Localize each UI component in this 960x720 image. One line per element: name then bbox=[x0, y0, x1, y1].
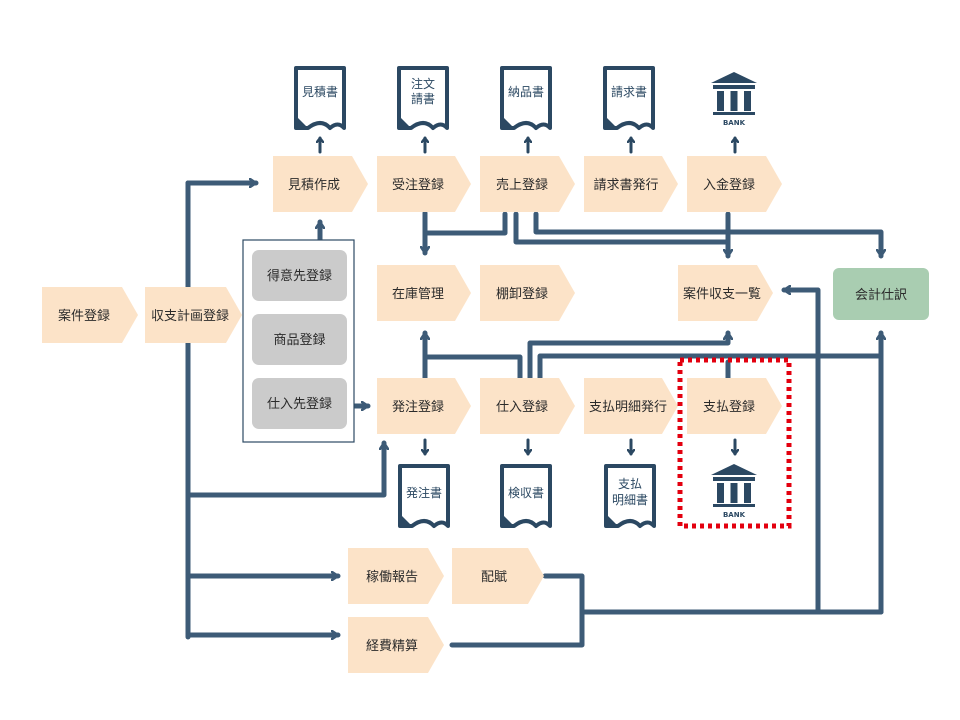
document-icon: 支払 明細書 bbox=[604, 464, 656, 528]
document-icon: 発注書 bbox=[398, 464, 450, 528]
connector-purchase-to-accounting bbox=[537, 353, 884, 383]
doc-arrows-bottom bbox=[425, 438, 735, 456]
document-icon: 見積書 bbox=[294, 66, 346, 130]
connector-allocation-bus bbox=[542, 573, 884, 615]
document-icon: 請求書 bbox=[603, 66, 655, 130]
connector-sales-to-inventory bbox=[422, 211, 508, 236]
step-accounting-journal[interactable] bbox=[833, 268, 929, 320]
document-icon: 検収書 bbox=[500, 464, 552, 528]
step-allocation-label: 配賦 bbox=[481, 570, 507, 585]
connector-to-purchase-order bbox=[185, 440, 384, 498]
process-steps: 見積作成 受注登録 売上登録 請求書発行 入金登録 案件登録 収支計画登録 在庫… bbox=[42, 156, 929, 673]
step-inventory-label: 在庫管理 bbox=[392, 287, 444, 302]
step-work-report-label: 稼働報告 bbox=[366, 570, 418, 585]
bank-label-bottom: BANK bbox=[723, 511, 746, 519]
step-estimate[interactable] bbox=[273, 156, 368, 212]
step-purchase-order-label: 発注登録 bbox=[392, 400, 444, 415]
step-project-register[interactable] bbox=[42, 287, 138, 343]
highlight-frame bbox=[677, 357, 792, 529]
doc-order-label-line2: 請書 bbox=[411, 92, 435, 106]
doc-order-label-line1: 注文 bbox=[411, 76, 435, 91]
bank-icon: BANK bbox=[711, 464, 757, 519]
documents-top: 見積書 注文 請書 納品書 請求書 BANK bbox=[294, 66, 757, 130]
step-sales-label: 売上登録 bbox=[496, 177, 548, 193]
step-purchase[interactable] bbox=[480, 378, 575, 434]
step-project-balance-list[interactable] bbox=[678, 265, 773, 321]
step-stocktaking-label: 棚卸登録 bbox=[496, 286, 548, 302]
step-payment-statement-issue[interactable] bbox=[584, 378, 678, 434]
step-allocation[interactable] bbox=[452, 548, 544, 604]
step-stocktaking[interactable] bbox=[480, 265, 575, 321]
step-payment[interactable] bbox=[687, 378, 782, 434]
master-panel: 得意先登録 商品登録 仕入先登録 bbox=[242, 239, 355, 443]
master-customer-label: 得意先登録 bbox=[267, 268, 332, 284]
bank-label-top: BANK bbox=[723, 119, 746, 127]
step-inventory[interactable] bbox=[377, 265, 471, 321]
doc-inspection-label: 検収書 bbox=[508, 486, 544, 500]
connector-purchase-to-inventory bbox=[422, 354, 523, 383]
documents-bottom: 発注書 検収書 支払 明細書 BANK bbox=[398, 464, 757, 528]
doc-po-label: 発注書 bbox=[406, 485, 442, 500]
document-icon: 注文 請書 bbox=[397, 66, 449, 130]
document-icon: 納品書 bbox=[500, 66, 552, 130]
master-customer[interactable] bbox=[252, 250, 347, 301]
step-payment-received[interactable] bbox=[687, 156, 782, 212]
step-purchase-order[interactable] bbox=[377, 378, 471, 434]
step-project-register-label: 案件登録 bbox=[58, 309, 110, 324]
doc-estimate-label: 見積書 bbox=[302, 84, 338, 99]
master-product[interactable] bbox=[252, 314, 347, 365]
step-expense-settlement[interactable] bbox=[348, 617, 444, 673]
bank-icon: BANK bbox=[711, 72, 757, 127]
step-invoice-issue-label: 請求書発行 bbox=[593, 178, 658, 193]
master-supplier-label: 仕入先登録 bbox=[267, 397, 332, 412]
step-project-balance-list-label: 案件収支一覧 bbox=[683, 286, 761, 302]
step-order-received[interactable] bbox=[377, 156, 471, 212]
connector-balance-feed bbox=[781, 290, 821, 615]
step-sales[interactable] bbox=[480, 156, 575, 212]
step-accounting-journal-label: 会計仕訳 bbox=[855, 287, 907, 303]
doc-payment-label-line1: 支払 bbox=[618, 477, 642, 491]
connector-expense-bus bbox=[449, 609, 585, 648]
master-product-label: 商品登録 bbox=[273, 333, 325, 348]
step-budget-plan[interactable] bbox=[145, 287, 242, 343]
step-payment-received-label: 入金登録 bbox=[703, 177, 755, 193]
doc-payment-label-line2: 明細書 bbox=[612, 493, 648, 507]
step-work-report[interactable] bbox=[348, 548, 444, 604]
step-order-received-label: 受注登録 bbox=[392, 178, 444, 193]
doc-delivery-label: 納品書 bbox=[508, 85, 544, 99]
step-purchase-label: 仕入登録 bbox=[496, 400, 548, 415]
connector-purchase-to-balance bbox=[527, 330, 728, 383]
doc-invoice-label: 請求書 bbox=[611, 85, 647, 99]
connector-sales-to-balance bbox=[513, 211, 728, 259]
step-payment-statement-issue-label: 支払明細発行 bbox=[589, 400, 667, 415]
step-estimate-label: 見積作成 bbox=[288, 178, 340, 193]
master-supplier[interactable] bbox=[252, 378, 347, 429]
connector-sales-to-accounting bbox=[533, 211, 881, 259]
step-budget-plan-label: 収支計画登録 bbox=[151, 308, 229, 324]
step-invoice-issue[interactable] bbox=[584, 156, 678, 212]
step-payment-label: 支払登録 bbox=[703, 400, 755, 415]
step-expense-settlement-label: 経費精算 bbox=[366, 639, 418, 654]
doc-arrows-top bbox=[320, 136, 735, 154]
